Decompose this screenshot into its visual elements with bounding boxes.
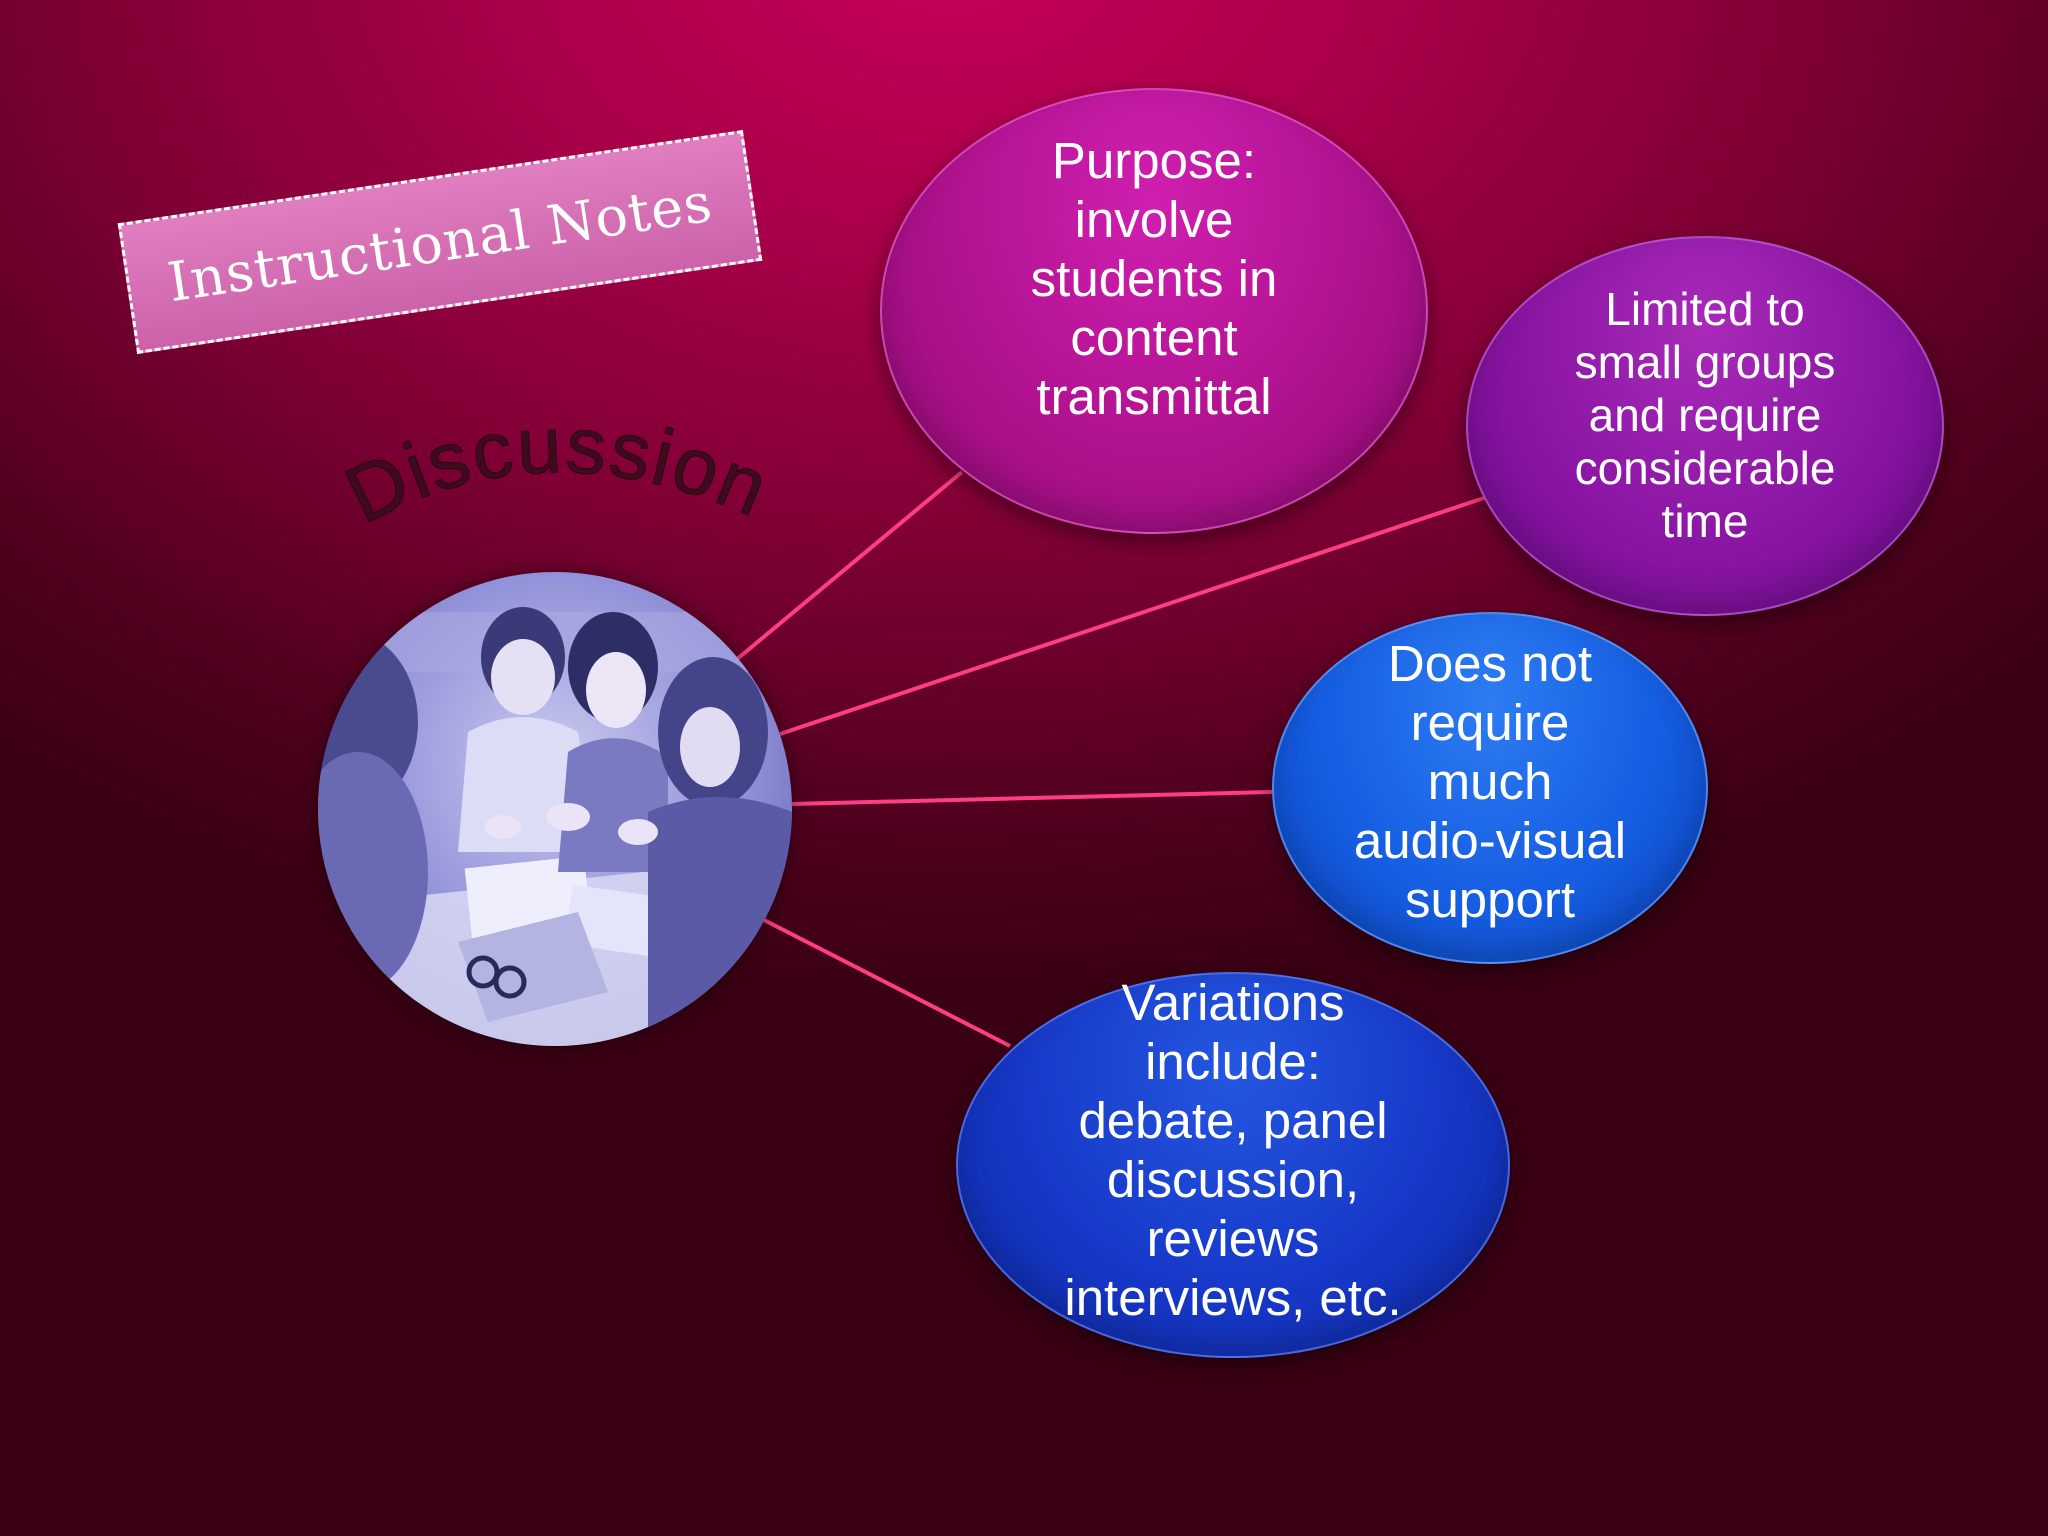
node-variations: Variations include: debate, panel discus… [956, 972, 1510, 1358]
topic-text-path: Discussion [332, 399, 781, 540]
node-limited-text: Limited to small groups and require cons… [1574, 282, 1836, 547]
students-photo [318, 572, 792, 1046]
topic-text: Discussion [332, 400, 782, 540]
connector-variations [763, 918, 1011, 1048]
node-audio-visual-text: Does not require much audio-visual suppo… [1353, 634, 1627, 928]
node-purpose-text: Purpose: involve students in content tra… [1030, 131, 1278, 425]
node-limited: Limited to small groups and require cons… [1466, 236, 1944, 616]
connector-limited [779, 496, 1485, 736]
node-variations-text: Variations include: debate, panel discus… [1064, 974, 1402, 1326]
connector-audio [791, 790, 1273, 806]
topic-wordart: Discussion [332, 399, 782, 540]
connector-purpose [734, 470, 964, 662]
node-audio-visual: Does not require much audio-visual suppo… [1272, 612, 1708, 964]
students-photo-illustration [318, 572, 792, 1046]
node-purpose: Purpose: involve students in content tra… [880, 88, 1428, 534]
